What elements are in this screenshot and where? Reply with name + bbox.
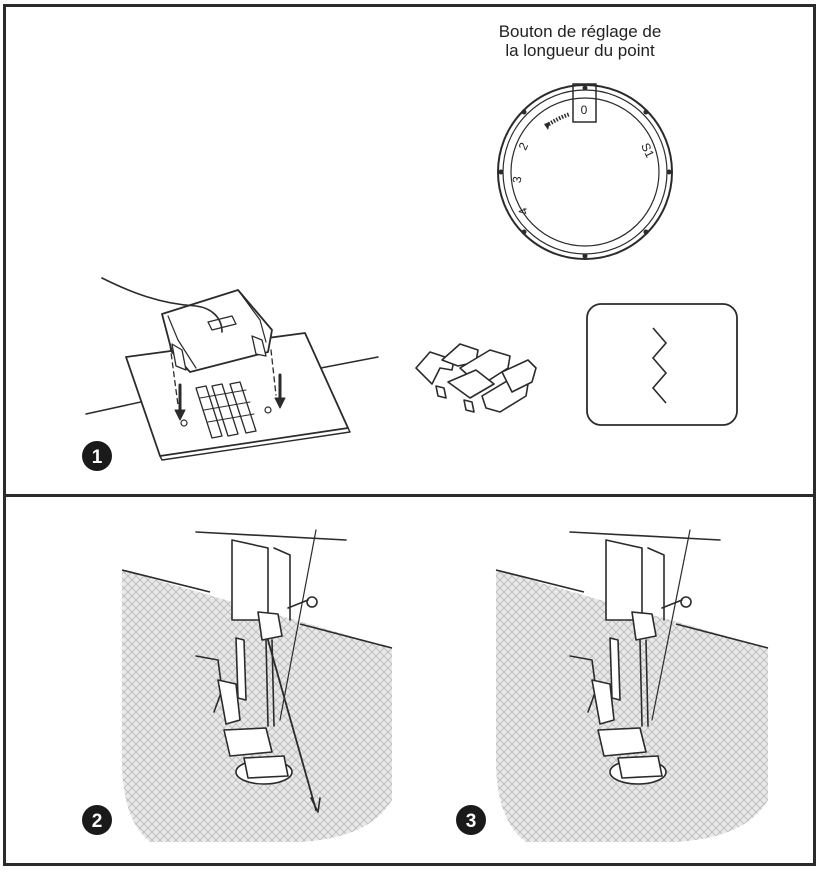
step-number-3: 3 <box>466 811 477 832</box>
step-badge-2: 2 <box>82 805 112 835</box>
dial-mark-2: 2 <box>516 140 532 152</box>
buttonhole-foot-attached <box>161 289 273 373</box>
dial-mark-s1: S1 <box>638 141 657 161</box>
dial-mark-3: 3 <box>510 175 525 183</box>
step-number-1: 1 <box>92 447 103 468</box>
dial-selection-window <box>572 83 597 123</box>
step-badge-3: 3 <box>456 805 486 835</box>
zigzag-stitch-pattern-icon <box>586 303 738 426</box>
dial-caption-line-1: Bouton de réglage de <box>498 22 662 41</box>
panel-divider <box>3 494 816 497</box>
step-number-2: 2 <box>92 811 103 832</box>
stitch-length-dial: 0 2 3 4 S1 <box>497 83 673 260</box>
step-badge-1: 1 <box>82 441 112 471</box>
sewing-scene-step-3 <box>495 529 769 842</box>
buttonhole-foot-detached <box>415 343 537 413</box>
dial-mark-0: 0 <box>581 103 588 117</box>
dial-stretch-range-icon <box>544 112 571 130</box>
dial-tick-dots <box>498 85 672 259</box>
feed-dogs <box>195 381 257 439</box>
dial-mark-4: 4 <box>515 206 531 217</box>
needle-plate-illustration <box>85 277 379 461</box>
sewing-scene-step-2 <box>121 529 393 842</box>
dial-caption-line-2: la longueur du point <box>505 41 655 60</box>
dial-caption: Bouton de réglage de la longueur du poin… <box>430 22 730 60</box>
